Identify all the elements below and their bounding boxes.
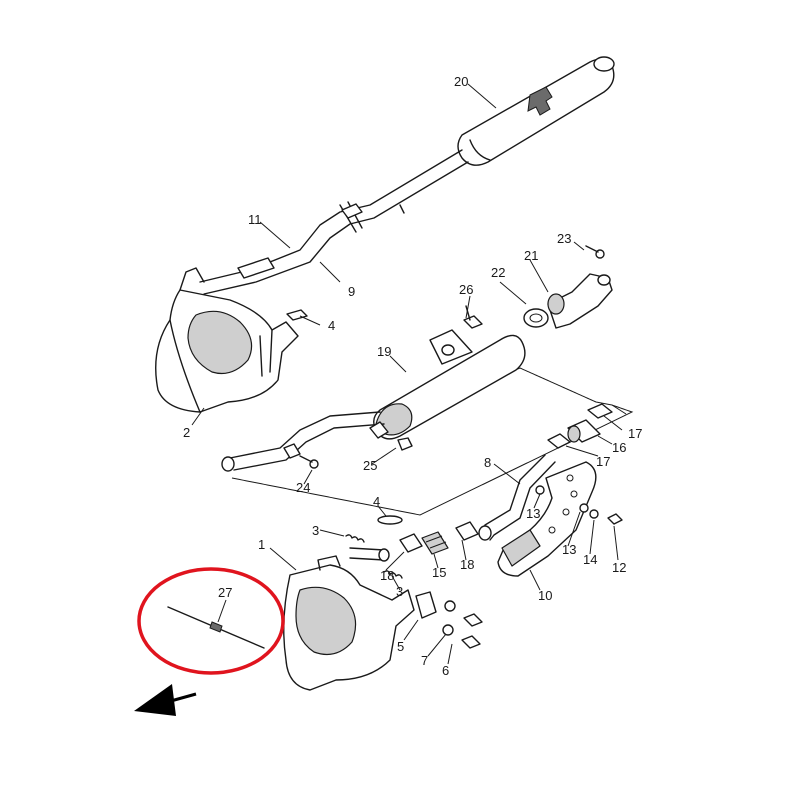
part-25-grommet [397,437,413,451]
callout-17b: 17 [596,454,610,469]
callout-4b: 4 [373,494,380,509]
part-27-rod [167,606,265,649]
callout-23: 23 [557,231,571,246]
callout-13b: 13 [562,542,576,557]
frame-corner [611,404,627,415]
part-10-guard [497,461,597,577]
part-21-end-cap [547,273,613,329]
callout-15: 15 [432,565,446,580]
part-3-springs [345,534,403,579]
part-22-gasket [523,308,549,328]
callout-12: 12 [612,560,626,575]
part-8-pipe [478,454,556,541]
part-15-joint [421,531,449,555]
callout-27: 27 [218,585,232,600]
part-19-silencer [373,329,526,440]
callout-18b: 18 [460,557,474,572]
leader-lines [191,83,623,665]
callout-11: 11 [248,212,262,227]
part-26-bolt [463,305,483,329]
part-4-gasket-lower [377,515,403,525]
part-17-clamps [547,403,613,449]
callout-14: 14 [583,552,597,567]
part-11-pipe [199,149,469,295]
highlight-circle [137,567,285,675]
callout-1: 1 [258,537,265,552]
callout-3a: 3 [312,523,319,538]
part-tail-pipe [221,411,389,472]
callout-3b: 3 [396,584,403,599]
callout-19: 19 [377,344,391,359]
part-6-7-fasteners [442,600,483,649]
callout-22: 22 [491,265,505,280]
callout-25: 25 [363,458,377,473]
part-12-14-fasteners [579,503,623,525]
callout-18a: 18 [380,568,394,583]
callout-6: 6 [442,663,449,678]
callout-13a: 13 [526,506,540,521]
callout-26: 26 [459,282,473,297]
part-2-chamber [155,267,299,413]
part-24-bolt [299,455,319,469]
callout-9: 9 [348,284,355,299]
callout-20: 20 [454,74,468,89]
callout-5: 5 [397,639,404,654]
part-1-chamber [283,547,415,691]
callout-16: 16 [612,440,626,455]
direction-arrow-icon [134,684,197,716]
part-20-silencer [457,56,615,166]
part-18-clamps [399,521,479,553]
callout-4a: 4 [328,318,335,333]
callout-24: 24 [296,480,310,495]
callout-7: 7 [421,653,428,668]
callout-17a: 17 [628,426,642,441]
callout-2: 2 [183,425,190,440]
callout-10: 10 [538,588,552,603]
callout-8: 8 [484,455,491,470]
part-16-sleeve [567,419,601,443]
part-23-screw [585,245,605,259]
callout-21: 21 [524,248,538,263]
part-4-gasket-upper [286,309,308,321]
part-5-bracket [415,591,437,619]
